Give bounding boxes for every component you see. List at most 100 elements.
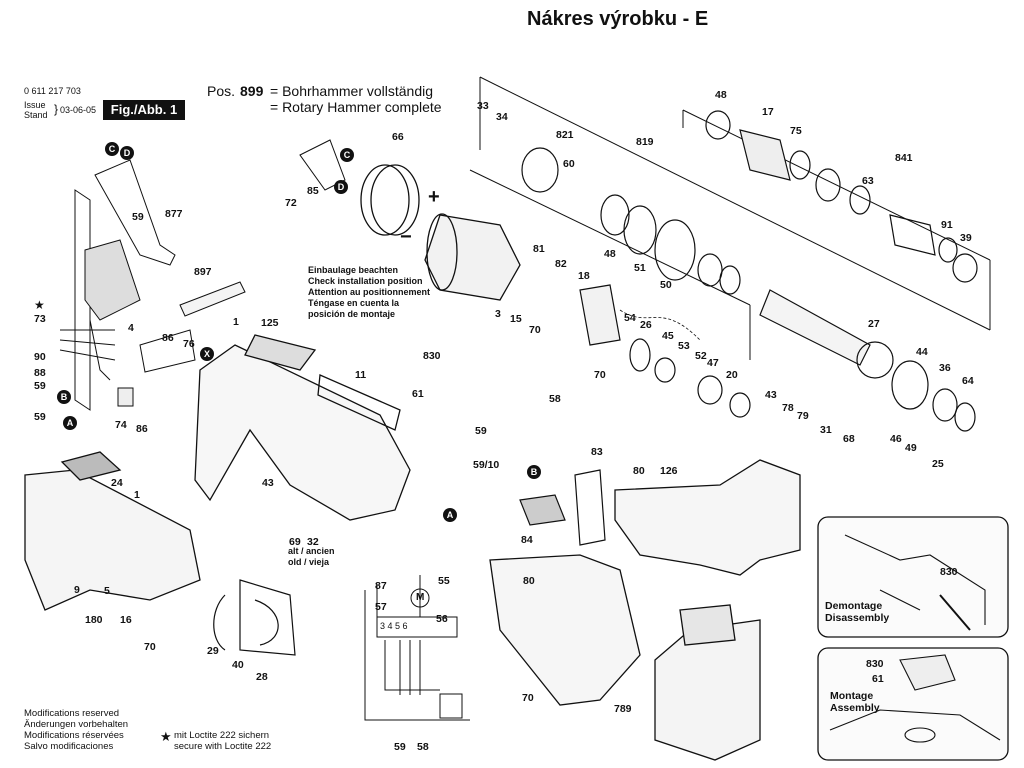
loctite-de: mit Loctite 222 sichern <box>174 730 270 741</box>
battery-pack <box>654 604 761 761</box>
part-label-69: 69 <box>289 536 301 548</box>
marker-a-2: A <box>443 508 457 522</box>
part-label-789: 789 <box>614 703 632 715</box>
install-note-1: Einbaulage beachten <box>308 265 399 275</box>
modifications-es: Salvo modificaciones <box>24 741 114 752</box>
part-label-80a: 80 <box>633 465 645 477</box>
part-label-59c: 59 <box>34 411 46 423</box>
part-label-16: 16 <box>120 614 132 626</box>
modifications-en: Modifications reserved <box>24 708 120 719</box>
stand-label: Stand <box>24 110 48 120</box>
part-label-68: 68 <box>843 433 855 445</box>
part-label-59e: 59 <box>394 741 406 753</box>
part-label-39: 39 <box>960 232 972 244</box>
part-label-180: 180 <box>85 614 103 626</box>
part-label-81: 81 <box>533 243 545 255</box>
part-label-15: 15 <box>510 313 522 325</box>
part-label-85: 85 <box>307 185 319 197</box>
issue-label: Issue <box>24 100 46 110</box>
marker-c-1: C <box>105 142 119 156</box>
part-label-18: 18 <box>578 270 590 282</box>
plus-icon: + <box>428 186 440 208</box>
part-label-61: 61 <box>412 388 424 400</box>
part-label-45: 45 <box>662 330 674 342</box>
part-label-91: 91 <box>941 219 953 231</box>
demontage-part: 830 <box>940 566 958 578</box>
pos-description-de: = Bohrhammer vollständig <box>270 83 434 99</box>
part-label-70c: 70 <box>144 641 156 653</box>
part-label-49: 49 <box>905 442 917 454</box>
part-label-821: 821 <box>556 129 574 141</box>
part-label-60: 60 <box>563 158 575 170</box>
pos-prefix: Pos. <box>207 83 236 99</box>
part-label-87: 87 <box>375 580 387 592</box>
marker-d-1: D <box>120 146 134 160</box>
part-label-73: 73 <box>34 313 46 325</box>
marker-c-2: C <box>340 148 354 162</box>
part-label-76: 76 <box>183 338 195 350</box>
part-label-125: 125 <box>261 317 279 329</box>
part-label-11: 11 <box>355 369 367 381</box>
part-label-47: 47 <box>707 357 719 369</box>
install-note-4: Téngase en cuenta la <box>308 298 400 308</box>
part-label-841: 841 <box>895 152 913 164</box>
part-label-70a: 70 <box>529 324 541 336</box>
switch-assembly <box>59 159 196 411</box>
part-label-4: 4 <box>128 322 134 334</box>
install-note-2: Check installation position <box>308 276 423 286</box>
marker-b-2: B <box>527 465 541 479</box>
part-label-24: 24 <box>111 477 123 489</box>
part-label-88: 88 <box>34 367 46 379</box>
part-label-59b: 59 <box>34 380 46 392</box>
issue-date: 03-06-05 <box>60 105 97 115</box>
brush-rings <box>213 579 296 656</box>
issue-brace: } <box>54 102 59 116</box>
part-label-28: 28 <box>256 671 268 683</box>
part-label-26: 26 <box>640 319 652 331</box>
modifications-de: Änderungen vorbehalten <box>24 719 129 730</box>
montage-label: Montage <box>830 690 874 702</box>
part-label-59a: 59 <box>132 211 144 223</box>
part-label-50: 50 <box>660 279 672 291</box>
part-label-1a: 1 <box>233 316 239 328</box>
disassembly-label: Disassembly <box>825 612 890 624</box>
part-label-43b: 43 <box>262 477 274 489</box>
part-label-59d: 59 <box>475 425 487 437</box>
part-label-54: 54 <box>624 312 636 324</box>
part-label-57: 57 <box>375 601 387 613</box>
figure-label: Fig./Abb. 1 <box>103 100 185 120</box>
part-label-70b: 70 <box>594 369 606 381</box>
modifications-fr: Modifications réservées <box>24 730 124 741</box>
ring-66 <box>360 164 420 236</box>
part-label-40: 40 <box>232 659 244 671</box>
part-label-84: 84 <box>521 534 533 546</box>
part-label-32: 32 <box>307 536 319 548</box>
part-label-64: 64 <box>962 375 974 387</box>
montage-part-830: 830 <box>866 658 884 670</box>
wiring-terminals: 3 4 5 6 <box>380 621 408 631</box>
marker-x: X <box>200 347 214 361</box>
loctite-en: secure with Loctite 222 <box>174 741 272 752</box>
part-label-46: 46 <box>890 433 902 445</box>
part-number: 0 611 217 703 <box>24 86 81 96</box>
handle-body <box>24 451 201 611</box>
part-label-9: 9 <box>74 584 80 596</box>
star-icon: ★ <box>160 729 172 744</box>
tool-holder <box>705 110 978 283</box>
star-icon-73: ★ <box>34 298 45 312</box>
part-label-63: 63 <box>862 175 874 187</box>
part-label-43a: 43 <box>765 389 777 401</box>
part-label-79: 79 <box>797 410 809 422</box>
motor <box>424 213 521 301</box>
part-label-90: 90 <box>34 351 46 363</box>
demontage-label: Demontage <box>825 600 883 612</box>
old-note-2: old / vieja <box>288 557 330 567</box>
switch-cover-parts <box>519 469 606 546</box>
part-label-126: 126 <box>660 465 678 477</box>
part-label-86b: 86 <box>136 423 148 435</box>
part-label-819: 819 <box>636 136 654 148</box>
part-label-36: 36 <box>939 362 951 374</box>
montage-part-61: 61 <box>872 673 884 685</box>
part-label-48b: 48 <box>604 248 616 260</box>
motor-symbol: M <box>416 592 425 603</box>
